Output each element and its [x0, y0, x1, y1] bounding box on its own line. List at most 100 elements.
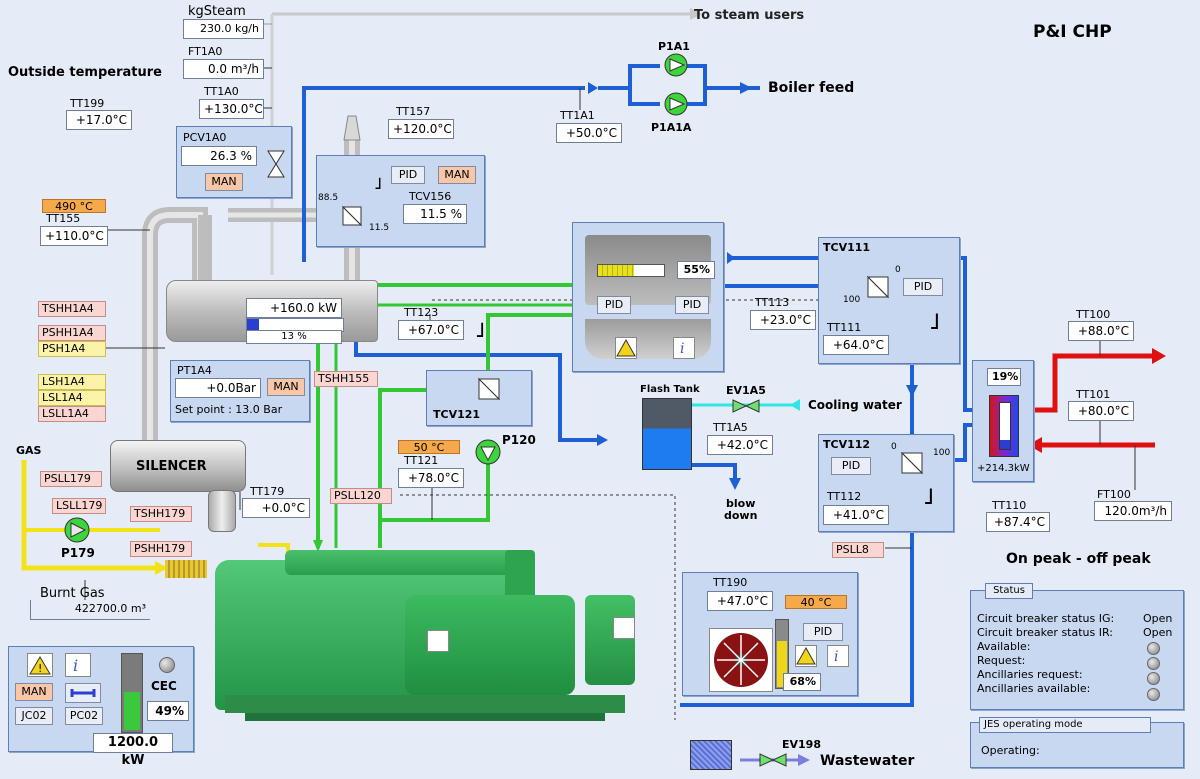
engine-percent-value: 49% [147, 701, 189, 721]
engine-wrench-icon[interactable] [65, 683, 101, 703]
tt155-tag: TT155 [46, 212, 81, 225]
tcv111-pid-button[interactable]: PID [903, 278, 943, 296]
pt1a4-value[interactable]: +0.0Bar [175, 378, 261, 398]
steam-value[interactable]: 230.0 kg/h [183, 19, 264, 39]
tcv111-zero: 0 [895, 265, 901, 275]
status-panel: Status Circuit breaker status IG: Open C… [970, 583, 1184, 710]
alarm-pshh1a4: PSHH1A4 [38, 325, 106, 341]
page-title: P&I CHP [1033, 22, 1112, 42]
tcv156-valve-icon[interactable] [341, 205, 363, 227]
alarm-lsl1a4: LSL1A4 [38, 390, 106, 406]
tcv121-tag: TCV121 [433, 408, 481, 421]
ev1a5-valve-icon[interactable] [731, 398, 761, 414]
radiator-load-fill [598, 265, 635, 276]
tcv121-valve-icon[interactable] [477, 377, 501, 401]
peak-mode-label: On peak - off peak [1006, 551, 1151, 567]
boiler-feed-label: Boiler feed [768, 80, 855, 96]
svg-text:!: ! [38, 662, 42, 675]
burnt-gas-value[interactable]: 422700.0 m³ [30, 600, 150, 620]
status-row-value: Open [1143, 612, 1173, 625]
pcv1a0-valve-icon[interactable] [266, 149, 286, 179]
pt1a4-tag: PT1A4 [177, 364, 212, 377]
tt121-alarm: 50 °C [398, 440, 460, 454]
gas-engine-generator[interactable] [205, 545, 635, 750]
ft100-value[interactable]: 120.0m³/h [1094, 501, 1172, 521]
tt113-value[interactable]: +23.0°C [750, 310, 816, 330]
ft1a0-value[interactable]: 0.0 m³/h [183, 59, 264, 79]
radiator-info-icon[interactable]: i [673, 337, 695, 359]
tt111-value[interactable]: +64.0°C [823, 335, 889, 355]
cec-label: CEC [151, 679, 177, 693]
engine-jc02-button[interactable]: JC02 [15, 707, 53, 725]
pt1a4-setpoint: Set point : 13.0 Bar [175, 403, 283, 416]
tcv111-valve-icon[interactable] [866, 275, 890, 299]
pump-p120-icon[interactable] [474, 438, 502, 466]
radiator-pid1-button[interactable]: PID [597, 296, 631, 314]
engine-man-button[interactable]: MAN [15, 683, 53, 701]
tcv112-zero: 0 [891, 442, 897, 452]
pcv1a0-man-button[interactable]: MAN [205, 173, 243, 191]
tt100-tag: TT100 [1076, 308, 1111, 321]
engine-control-panel: ! i MAN JC02 PC02 CEC 49% 1200.0 kW [8, 646, 194, 768]
tt157-tag: TT157 [396, 105, 431, 118]
cooling-water-label: Cooling water [808, 398, 902, 412]
tt123-value[interactable]: +67.0°C [398, 320, 464, 340]
tt100-value[interactable]: +88.0°C [1068, 321, 1134, 341]
exchanger-percent-value: 13 % [246, 330, 342, 344]
tt190-value[interactable]: +47.0°C [707, 591, 773, 611]
tt179-value[interactable]: +0.0°C [242, 498, 310, 518]
tcv112-pid-button[interactable]: PID [831, 457, 871, 475]
engine-info-icon[interactable]: i [65, 653, 91, 677]
tt1a0-value[interactable]: +130.0°C [199, 99, 264, 119]
ev198-valve-icon[interactable] [758, 752, 788, 768]
ft1a0-tag: FT1A0 [188, 45, 223, 58]
tt101-value[interactable]: +80.0°C [1068, 401, 1134, 421]
fan-pid-button[interactable]: PID [803, 623, 843, 641]
status-row-label: Circuit breaker status IG: [977, 612, 1115, 625]
tcv112-valve-icon[interactable] [900, 451, 924, 475]
exchanger-power-value[interactable]: +160.0 kW [246, 298, 342, 318]
tcv111-tag: TCV111 [823, 241, 871, 254]
tt190-tag: TT190 [713, 576, 748, 589]
radiator-warning-icon[interactable] [615, 337, 637, 359]
tcv156-pid-button[interactable]: PID [391, 166, 425, 184]
alarm-tshh155: TSHH155 [314, 371, 378, 387]
tcv156-man-button[interactable]: MAN [438, 166, 476, 184]
fan-speed-fill [777, 640, 787, 687]
pcv1a0-tag: PCV1A0 [183, 131, 227, 144]
svg-text:i: i [834, 649, 838, 665]
tcv111-hundred: 100 [843, 295, 861, 305]
pcv1a0-value[interactable]: 26.3 % [181, 146, 257, 166]
silencer-label: SILENCER [136, 459, 207, 474]
tt1a5-tag: TT1A5 [713, 421, 748, 434]
tt155-alarm: 490 °C [42, 199, 106, 213]
tt1a1-value[interactable]: +50.0°C [556, 123, 622, 143]
exhaust-connector [208, 490, 236, 532]
fan-info-icon[interactable]: i [827, 645, 849, 667]
exchanger-load-fill [247, 319, 260, 331]
radiator-pid2-button[interactable]: PID [675, 296, 709, 314]
tt121-value[interactable]: +78.0°C [398, 468, 464, 488]
tt112-value[interactable]: +41.0°C [823, 505, 889, 525]
tt1a1-tag: TT1A1 [560, 109, 595, 122]
status-row-label: Request: [977, 654, 1026, 667]
tt155-value[interactable]: +110.0°C [40, 226, 108, 246]
tcv156-value[interactable]: 11.5 % [403, 204, 467, 224]
engine-power-value[interactable]: 1200.0 kW [93, 733, 173, 768]
engine-pc02-button[interactable]: PC02 [65, 707, 103, 725]
tt157-value[interactable]: +120.0°C [388, 119, 454, 139]
tcv111-panel: TCV111 0 100 PID TT111 +64.0°C ˩ [818, 237, 960, 364]
pump-p1a1a-icon[interactable] [663, 91, 693, 121]
tt199-value[interactable]: +17.0°C [66, 110, 132, 130]
tcv111-actuator-icon: ˩ [929, 310, 940, 335]
pump-p1a1-icon[interactable] [663, 52, 693, 82]
pump-p179-icon[interactable] [62, 515, 92, 545]
tt1a5-value[interactable]: +42.0°C [707, 435, 773, 455]
engine-warning-icon[interactable]: ! [27, 653, 53, 677]
pt1a4-man-button[interactable]: MAN [267, 378, 305, 396]
cooling-fan-icon[interactable] [709, 628, 773, 692]
tt110-value[interactable]: +87.4°C [986, 512, 1050, 532]
fan-warning-icon[interactable] [795, 645, 817, 667]
pt1a4-panel: PT1A4 +0.0Bar MAN Set point : 13.0 Bar [170, 360, 310, 422]
alarm-pshh179: PSHH179 [130, 541, 192, 557]
